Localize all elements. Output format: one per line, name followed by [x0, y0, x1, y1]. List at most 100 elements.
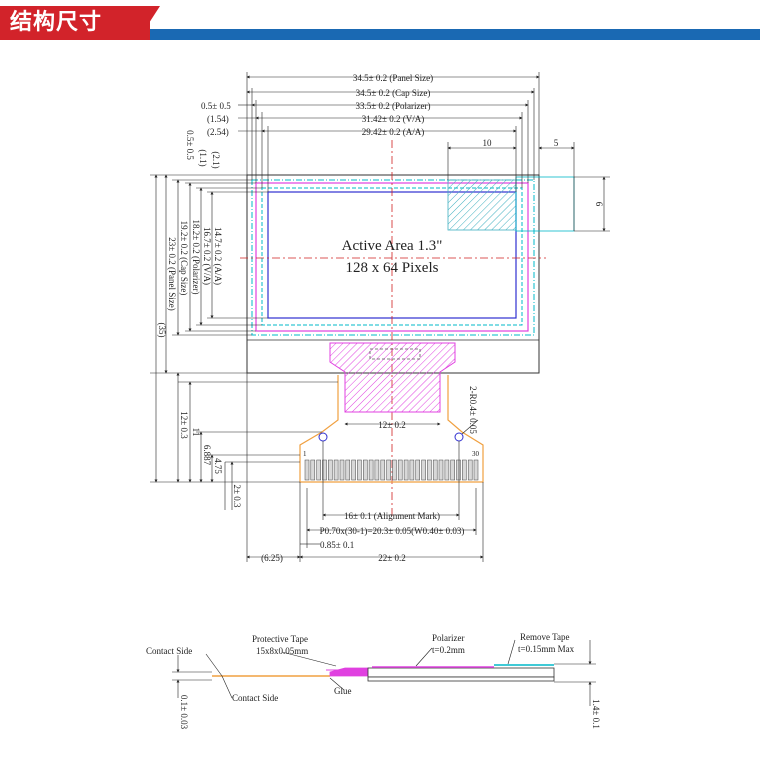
header-red-block: [0, 6, 150, 40]
h2-label: 2± 0.3: [232, 485, 242, 508]
left-dimensions: [150, 174, 338, 510]
fpc-pin: [386, 459, 391, 481]
offset-b-label: (1.54): [207, 114, 229, 124]
fpc-pin: [421, 459, 426, 481]
tail-width-label: 12± 0.2: [378, 420, 405, 430]
h21-label: (2.1): [211, 151, 221, 168]
fpc-pin: [456, 459, 461, 481]
top-dimensions: [238, 72, 575, 231]
va-size-label: 31.42± 0.2 (V/A): [362, 114, 424, 124]
fpc-pin: [432, 459, 438, 481]
contact-side-bottom-label: Contact Side: [232, 693, 278, 703]
protective-tape-size-label: 15x8x0.05mm: [256, 646, 308, 656]
glue-label: Glue: [334, 686, 352, 696]
offset-a-label: 0.5± 0.5: [201, 101, 231, 111]
section-header: 结构尺寸: [0, 0, 760, 44]
dim-6-label: 6: [594, 202, 604, 207]
panel-size-label: 34.5± 0.2 (Panel Size): [353, 73, 433, 83]
contact-side-top-label: Contact Side: [146, 646, 192, 656]
bottom-dimensions: [246, 373, 484, 562]
fpc-pin: [403, 459, 409, 481]
pitch-label: P0.70x(30-1)=20.3± 0.05(W0.40± 0.03): [320, 526, 465, 536]
fpc-pin: [397, 459, 403, 481]
fpc-pin: [444, 459, 450, 481]
fpc-pin: [438, 459, 444, 481]
alignment-mark-label: 16± 0.1 (Alignment Mark): [344, 511, 440, 521]
dim-10-label: 10: [483, 138, 493, 148]
ic-bonding-area: [329, 342, 456, 413]
fpc-pin: [415, 459, 420, 481]
fpc-tail: [299, 375, 484, 483]
bottom-dimension-labels: 12± 0.2 16± 0.1 (Alignment Mark) P0.70x(…: [261, 420, 464, 563]
side-view: [172, 639, 596, 706]
fpc-pin: [450, 459, 455, 481]
header-title: 结构尺寸: [10, 10, 103, 35]
h05-label: 0.5± 0.5: [185, 130, 195, 160]
panel-height-label: 23± 0.2 (Panel Size): [167, 237, 177, 310]
cap-height-label: 19.2± 0.2 (Cap Size): [179, 221, 189, 296]
pixel-detail-box: [447, 179, 517, 231]
fpc-pin: [357, 459, 362, 481]
fpc-pin: [363, 459, 368, 481]
fpc-pin: [462, 459, 467, 481]
left-dimension-labels: 0.5± 0.5 (1.1) (2.1) 14.7± 0.2 (A/A) 16.…: [157, 130, 242, 508]
fpc-width-label: 22± 0.2: [378, 553, 405, 563]
fpc-pin: [374, 459, 380, 481]
fpc-pin: [467, 459, 473, 481]
left-offset-label: (6.25): [261, 553, 283, 563]
fpc-pin: [392, 459, 397, 481]
fpc-pin: [304, 459, 310, 481]
alignment-mark-right: [454, 432, 464, 442]
right-dimensions: [461, 176, 610, 435]
fpc-pins: [304, 459, 479, 481]
protective-tape-label: Protective Tape: [252, 634, 308, 644]
h6887-label: 6.887: [202, 445, 212, 466]
fpc-pin: [322, 459, 327, 481]
pixel-detail-ext: [515, 176, 575, 232]
dim-5-label: 5: [554, 138, 559, 148]
ic-chip: [369, 348, 421, 360]
radius-label: 2-R0.4± 0.05: [468, 386, 478, 434]
offset-c-label: (2.54): [207, 127, 229, 137]
fpc-pin: [316, 459, 321, 481]
active-area-pixels: 128 x 64 Pixels: [346, 260, 439, 276]
pin-30-label: 30: [472, 450, 480, 458]
pin-width-label: 0.85± 0.1: [320, 540, 354, 550]
pin-1-label: 1: [303, 450, 307, 458]
fpc-pin: [345, 459, 351, 481]
polarizer-thickness-label: t=0.2mm: [432, 645, 465, 655]
module-thickness-label: 1.4± 0.1: [591, 699, 601, 729]
h11b-label: 11: [191, 428, 201, 437]
remove-tape-thickness-label: t=0.15mm Max: [518, 644, 575, 654]
va-height-label: 16.7± 0.2 (V/A): [202, 227, 212, 285]
cap-outline: [251, 179, 535, 336]
fpc-pin: [339, 459, 345, 481]
fpc-pin: [473, 459, 479, 481]
h475-label: 4.75: [213, 458, 223, 474]
polarizer-height-label: 18.2± 0.2 (Polarizer): [191, 220, 201, 295]
fpc-pin: [333, 459, 339, 481]
fpc-pin: [310, 459, 316, 481]
fpc-pin: [328, 459, 333, 481]
polarizer-size-label: 33.5± 0.2 (Polarizer): [356, 101, 431, 111]
aa-height-label: 14.7± 0.2 (A/A): [213, 227, 223, 285]
alignment-mark-left: [318, 432, 328, 442]
side-view-labels: Contact Side Contact Side Protective Tap…: [146, 632, 601, 730]
fpc-pin: [368, 459, 374, 481]
header-blue-bar: [150, 29, 760, 40]
top-dimension-labels: 34.5± 0.2 (Panel Size) 34.5± 0.2 (Cap Si…: [201, 73, 559, 148]
fpc-pin: [380, 459, 386, 481]
polarizer-side-label: Polarizer: [432, 633, 464, 643]
fpc-pin: [351, 459, 356, 481]
front-view: Active Area 1.3" 128 x 64 Pixels 1 30: [240, 140, 575, 520]
active-area-title: Active Area 1.3": [342, 238, 443, 254]
fpc-pin: [427, 459, 432, 481]
cap-size-label: 34.5± 0.2 (Cap Size): [356, 88, 431, 98]
fpc-pin: [409, 459, 415, 481]
h12-label: 12± 0.3: [179, 411, 189, 439]
aa-size-label: 29.42± 0.2 (A/A): [362, 127, 424, 137]
fpc-thickness-label: 0.1± 0.03: [179, 695, 189, 730]
h11-label: (1.1): [198, 149, 208, 166]
remove-tape-label: Remove Tape: [520, 632, 569, 642]
